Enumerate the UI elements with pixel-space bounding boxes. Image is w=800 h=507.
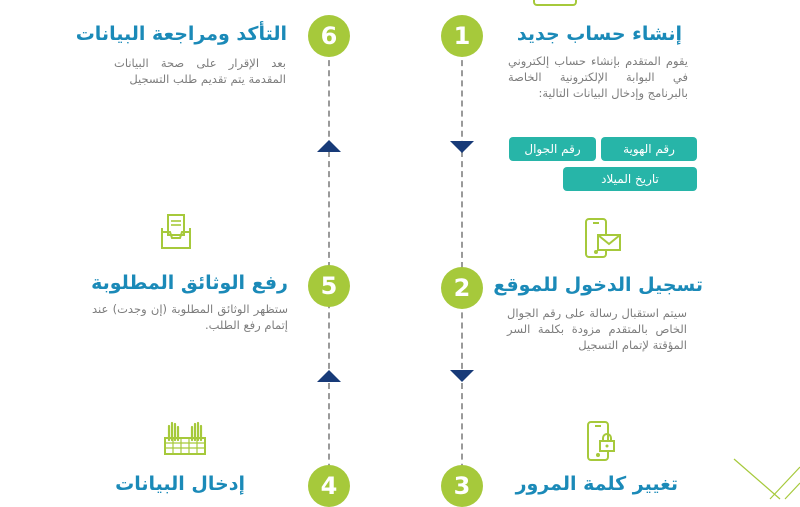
step-4-number: 4 xyxy=(308,465,350,507)
arrow-up-1 xyxy=(317,140,341,152)
step-3-number: 3 xyxy=(441,465,483,507)
step-4-title: إدخال البيانات xyxy=(115,473,245,495)
arrow-down-1 xyxy=(450,141,474,153)
arrow-down-2 xyxy=(450,370,474,382)
step-1-title: إنشاء حساب جديد xyxy=(516,23,682,45)
keyboard-hands-icon xyxy=(164,421,206,455)
step-1-number: 1 xyxy=(441,15,483,57)
step-5-title: رفع الوثائق المطلوبة xyxy=(91,272,288,294)
step-2-number: 2 xyxy=(441,267,483,309)
tag-id-number: رقم الهوية xyxy=(601,137,697,161)
step-6-number: 6 xyxy=(308,15,350,57)
mobile-lock-icon xyxy=(587,421,615,461)
corner-decoration xyxy=(733,458,800,500)
step-2-description: سيتم استقبال رسالة على رقم الجوال الخاص … xyxy=(507,306,687,352)
step-2-title: تسجيل الدخول للموقع xyxy=(493,274,703,296)
step-5-number: 5 xyxy=(308,265,350,307)
top-icon-fragment xyxy=(533,0,577,6)
arrow-up-2 xyxy=(317,370,341,382)
step-1-description: يقوم المتقدم بإنشاء حساب إلكتروني في الب… xyxy=(508,54,688,100)
step-6-description: بعد الإقرار على صحة البيانات المقدمة يتم… xyxy=(114,56,286,86)
tag-birth-date: تاريخ الميلاد xyxy=(563,167,697,191)
step-6-title: التأكد ومراجعة البيانات xyxy=(75,23,287,45)
step-5-description: ستظهر الوثائق المطلوبة (إن وجدت) عند إتم… xyxy=(92,302,288,332)
step-3-title: تغيير كلمة المرور xyxy=(515,473,678,495)
mobile-message-icon xyxy=(585,218,621,258)
tag-mobile: رقم الجوال xyxy=(509,137,596,161)
document-tray-icon xyxy=(161,214,191,249)
